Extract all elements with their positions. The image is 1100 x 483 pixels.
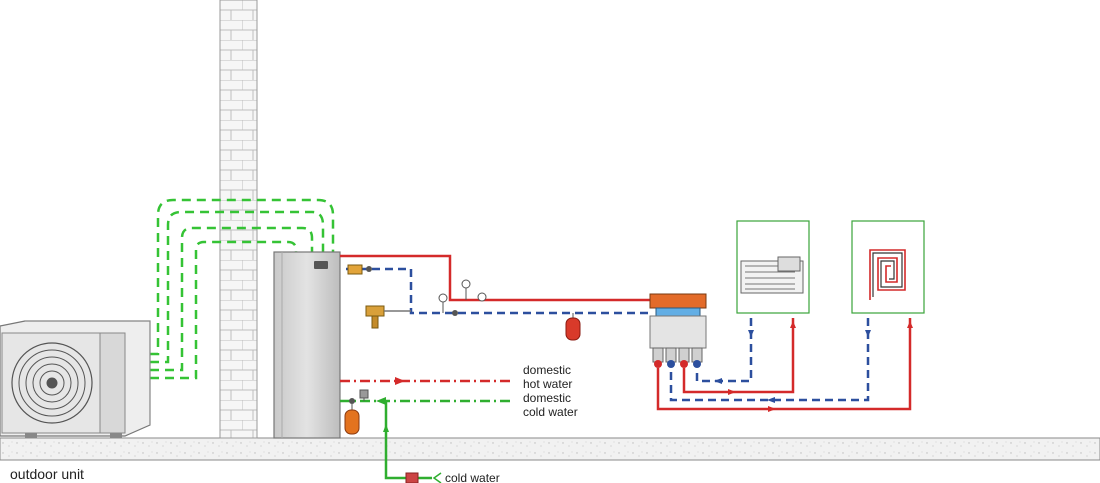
domestic-hot-water-label-2: hot water: [523, 377, 572, 391]
cold-water-label: cold water: [445, 471, 500, 483]
dhw-arrow-icon: [395, 377, 405, 385]
underfloor-room: [851, 220, 925, 314]
ground-slab: [0, 437, 1100, 461]
outdoor-unit-label: outdoor unit: [10, 466, 84, 482]
refrigerant-line-1: [150, 198, 335, 356]
refrigerant-line-4: [150, 240, 298, 380]
cold-water-valve-icon: [405, 472, 419, 483]
heating-flow-pipe: [340, 254, 650, 302]
indoor-unit: [273, 251, 341, 439]
safety-valve-icon: [365, 305, 411, 329]
radiator-return-pipe: [695, 318, 753, 383]
valve-icon: [347, 264, 372, 275]
refrigerant-line-3: [150, 226, 314, 372]
radiator-flow-pipe: [682, 318, 795, 394]
brick-wall: [219, 0, 258, 439]
domestic-cold-water-label-1: domestic: [523, 391, 571, 405]
expansion-vessel-heating: [565, 313, 581, 341]
domestic-hot-water-label-1: domestic: [523, 363, 571, 377]
gauge-icon: [438, 279, 487, 316]
underfloor-flow-pipe: [656, 318, 912, 411]
cold-water-arrow-icon: [383, 424, 389, 432]
floor-coil-icon: [869, 249, 906, 300]
dcw-arrow-icon: [376, 397, 386, 405]
domestic-cold-water-label-2: cold water: [523, 405, 578, 419]
outdoor-unit: [0, 320, 151, 438]
expansion-vessel-dhw: [344, 404, 360, 435]
fan-grille-icon: [11, 342, 93, 424]
underfloor-return-pipe: [669, 318, 870, 402]
dhw-safety-group: [349, 389, 369, 404]
heating-return-pipe: [346, 267, 650, 315]
flow-arrow-icons: [714, 321, 913, 412]
refrigerant-lines: [150, 198, 335, 380]
distribution-manifold: [649, 293, 707, 368]
radiator-room: [736, 220, 810, 314]
cold-water-bracket-icon: [432, 472, 442, 483]
refrigerant-line-2: [150, 210, 325, 364]
